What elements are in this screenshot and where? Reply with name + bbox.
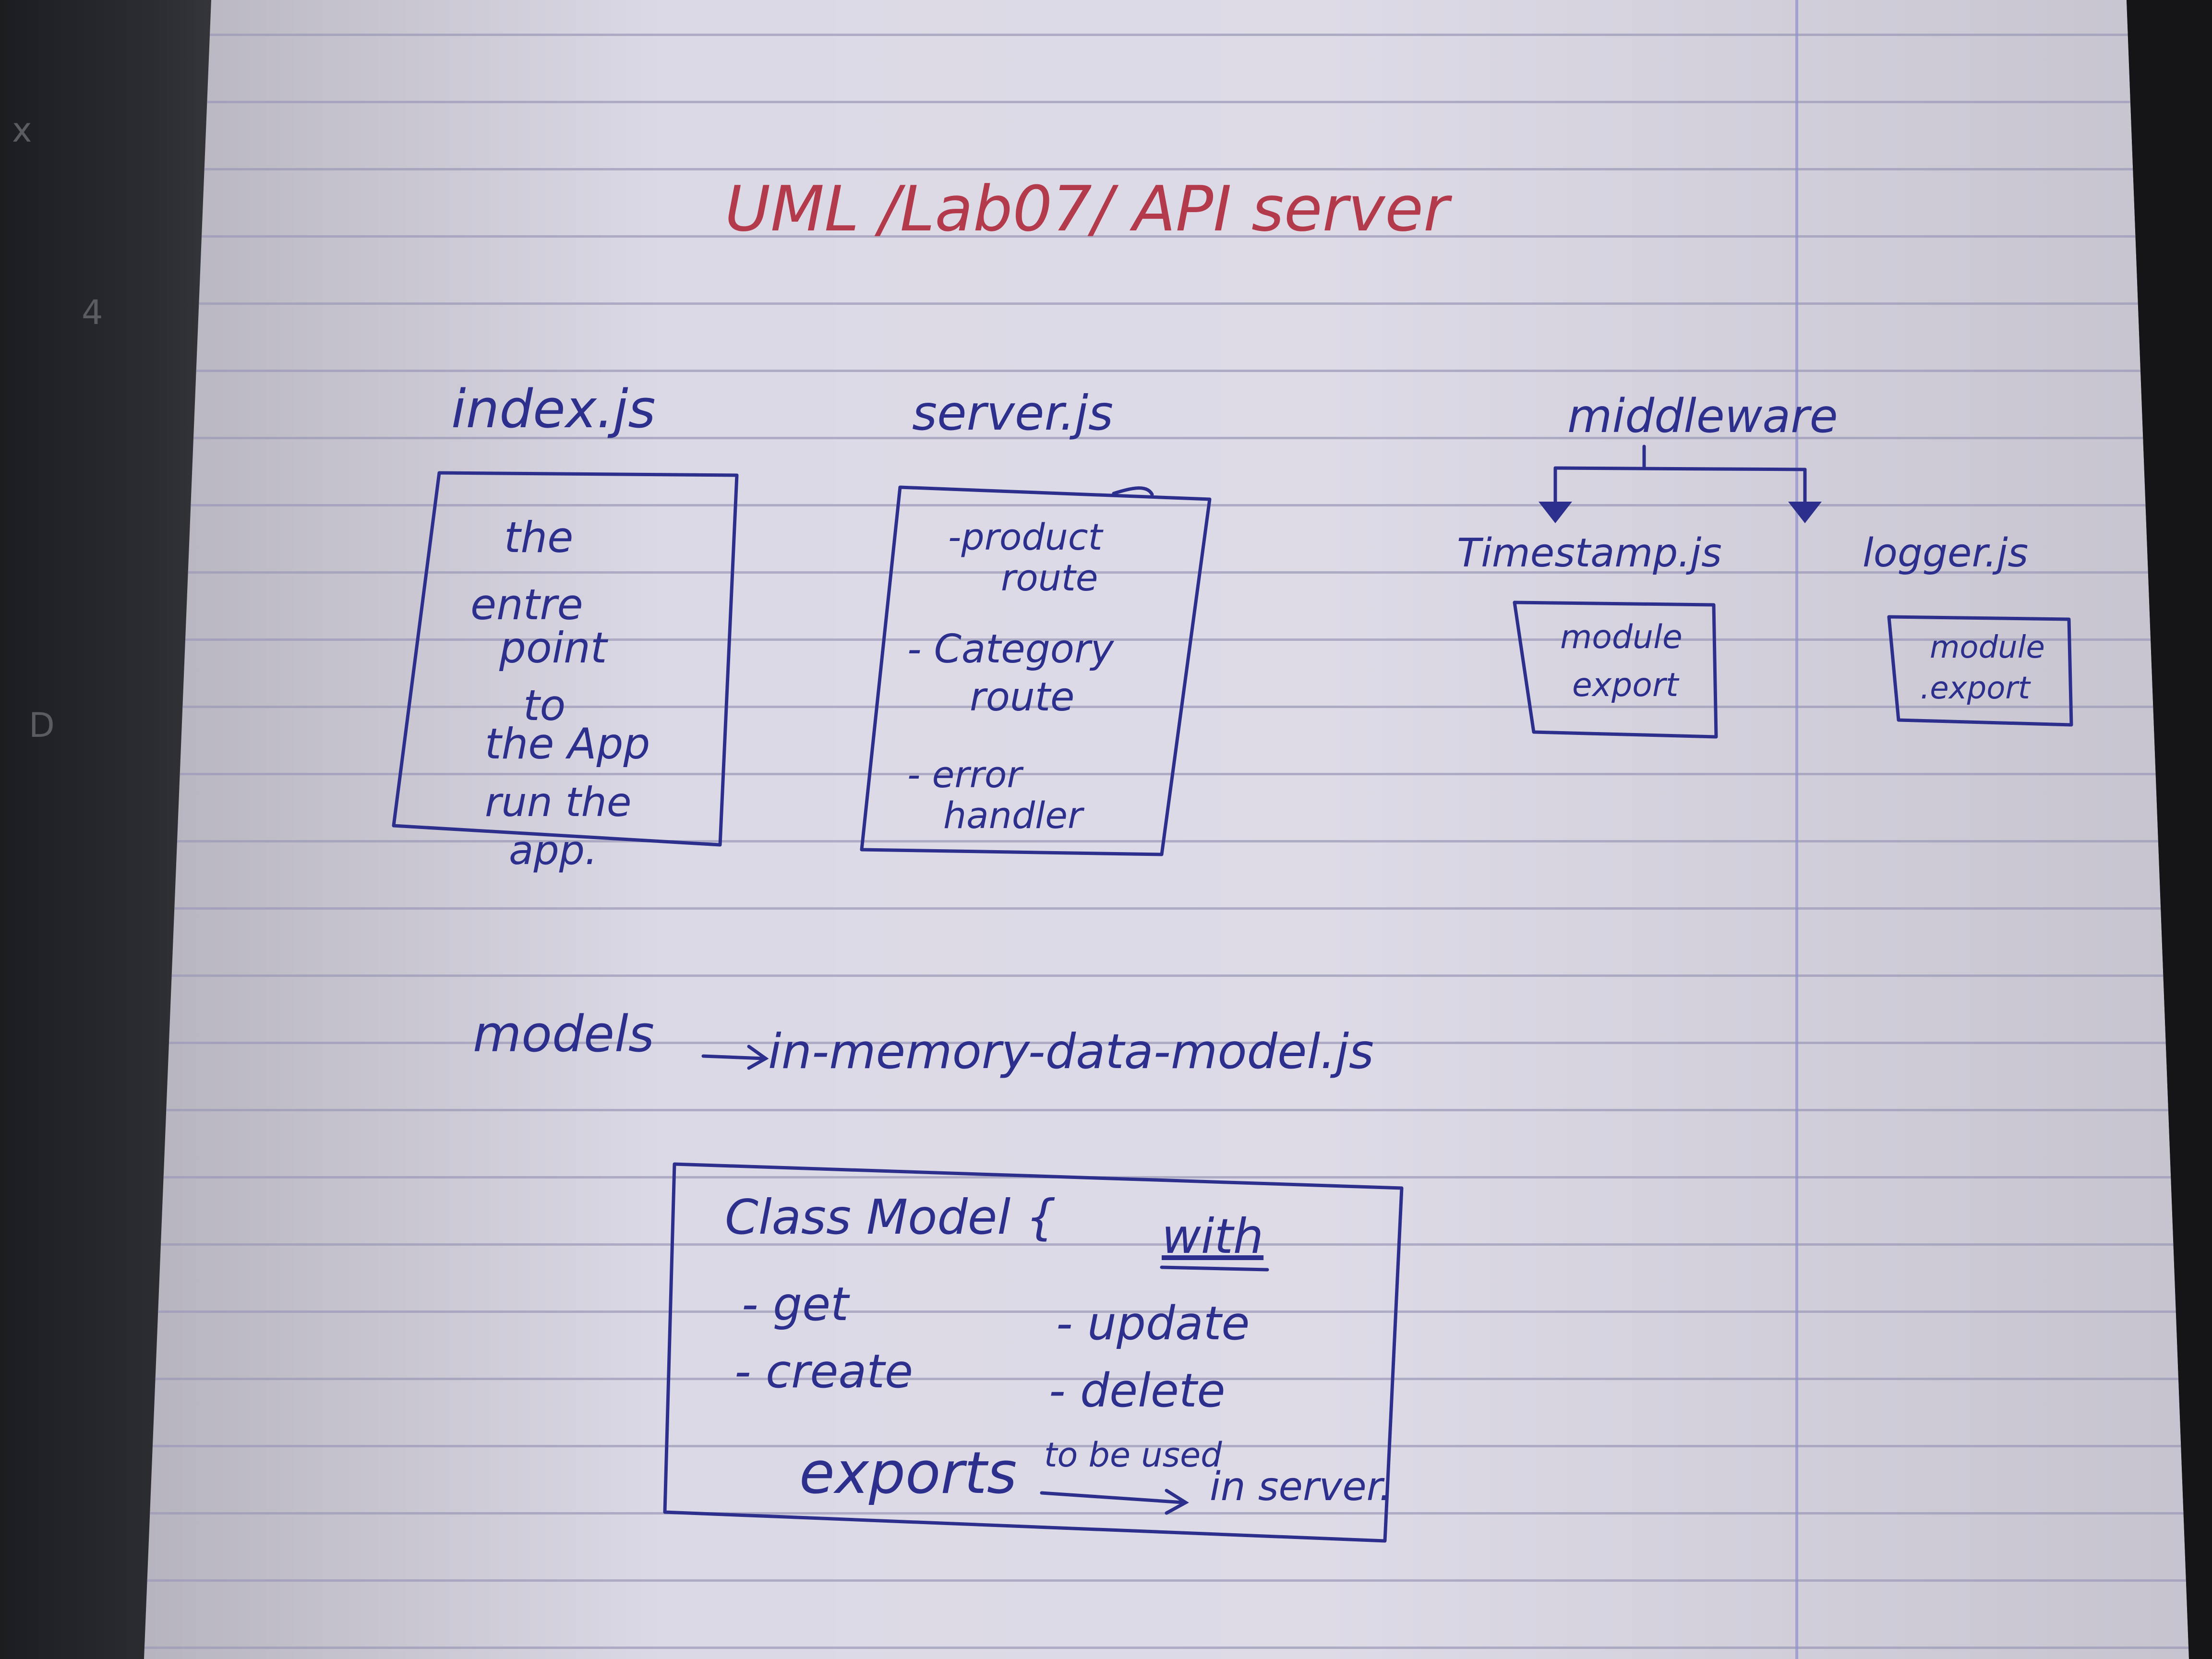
paper-rule: [144, 101, 2189, 103]
paper-rule: [144, 1445, 2189, 1447]
model-method: - update: [1056, 1297, 1250, 1350]
logger-js-box: [1887, 615, 2073, 727]
index-js-description: the entre point to the App run the app.: [470, 513, 650, 874]
index-line: to: [523, 681, 565, 730]
model-exports-destination: in server.: [1210, 1464, 1392, 1510]
server-js-description: -product route - Category route - error …: [907, 516, 1115, 837]
paper-rule: [144, 840, 2189, 842]
model-method: - create: [734, 1345, 913, 1398]
model-exports-label: exports: [799, 1440, 1017, 1507]
timestamp-js-line: export: [1572, 666, 1680, 704]
exports-arrow-line: [1040, 1491, 1185, 1504]
index-line: entre: [470, 580, 583, 629]
timestamp-js-line: module: [1560, 618, 1683, 656]
in-memory-model-file: in-memory-data-model.js: [768, 1023, 1374, 1080]
model-method: - delete: [1049, 1364, 1226, 1418]
arrow-head-icon: [1788, 502, 1822, 523]
box-scribble: [1112, 486, 1154, 496]
timestamp-js-label: Timestamp.js: [1457, 530, 1722, 576]
middleware-label: middleware: [1567, 389, 1838, 443]
paper-rule: [144, 504, 2189, 506]
server-js-label: server.js: [912, 385, 1113, 441]
keyboard-key-label: D: [29, 706, 55, 745]
arrow-head-icon: [747, 1045, 769, 1070]
model-class-with: with: [1162, 1208, 1263, 1264]
index-line: app.: [509, 827, 598, 874]
models-arrow-line: [701, 1054, 765, 1060]
paper-rule: [144, 571, 2189, 574]
diagram-title: UML /Lab07/ API server: [725, 172, 1453, 245]
timestamp-js-box: [1513, 601, 1718, 739]
paper-rule: [144, 370, 2189, 372]
server-line: - error: [907, 753, 1024, 796]
model-exports-note: to be used: [1044, 1435, 1222, 1475]
index-line: point: [499, 623, 609, 673]
arrow-head-icon: [1539, 502, 1572, 523]
logger-js-line: .export: [1920, 671, 2032, 706]
model-class-box: [663, 1162, 1404, 1543]
paper-rule: [144, 437, 2189, 439]
model-method: - get: [742, 1277, 850, 1331]
models-label: models: [473, 1005, 654, 1063]
paper-margin-line: [1795, 0, 1798, 1659]
paper-rule: [144, 235, 2189, 238]
paper-rule: [144, 638, 2189, 641]
server-line: -product: [948, 516, 1104, 558]
paper-rule: [144, 974, 2189, 977]
index-line: the: [504, 513, 573, 562]
middleware-branch-line: [1553, 466, 1807, 471]
logger-js-line: module: [1930, 630, 2045, 665]
server-line: handler: [943, 794, 1085, 837]
paper-rule: [144, 773, 2189, 775]
logger-js-label: logger.js: [1863, 530, 2028, 576]
paper-rule: [144, 1176, 2189, 1178]
index-js-label: index.js: [451, 378, 656, 440]
paper-rule: [144, 34, 2189, 36]
keyboard-key-label: x: [12, 110, 32, 150]
paper-rule: [144, 1378, 2189, 1380]
paper-rule: [144, 1109, 2189, 1111]
paper-rule: [144, 1579, 2189, 1582]
server-line: route: [1001, 556, 1098, 599]
keyboard-key-label: 4: [82, 293, 103, 332]
server-line: - Category: [907, 626, 1115, 672]
model-class-header: Class Model {: [725, 1189, 1057, 1245]
arrow-head-icon: [1165, 1489, 1189, 1515]
paper-rule: [144, 1310, 2189, 1313]
server-js-box: [860, 485, 1212, 856]
paper-rule: [144, 706, 2189, 708]
paper-rule: [144, 168, 2189, 170]
index-line: the App: [485, 719, 650, 769]
server-line: route: [970, 674, 1074, 720]
index-line: run the: [485, 779, 632, 826]
with-underline: [1160, 1265, 1269, 1272]
paper-rule: [144, 907, 2189, 910]
paper-rule: [144, 302, 2189, 305]
paper-rule: [144, 1647, 2189, 1649]
paper-rule: [144, 1042, 2189, 1044]
paper-rule: [144, 1243, 2189, 1246]
index-js-box: [392, 471, 739, 847]
